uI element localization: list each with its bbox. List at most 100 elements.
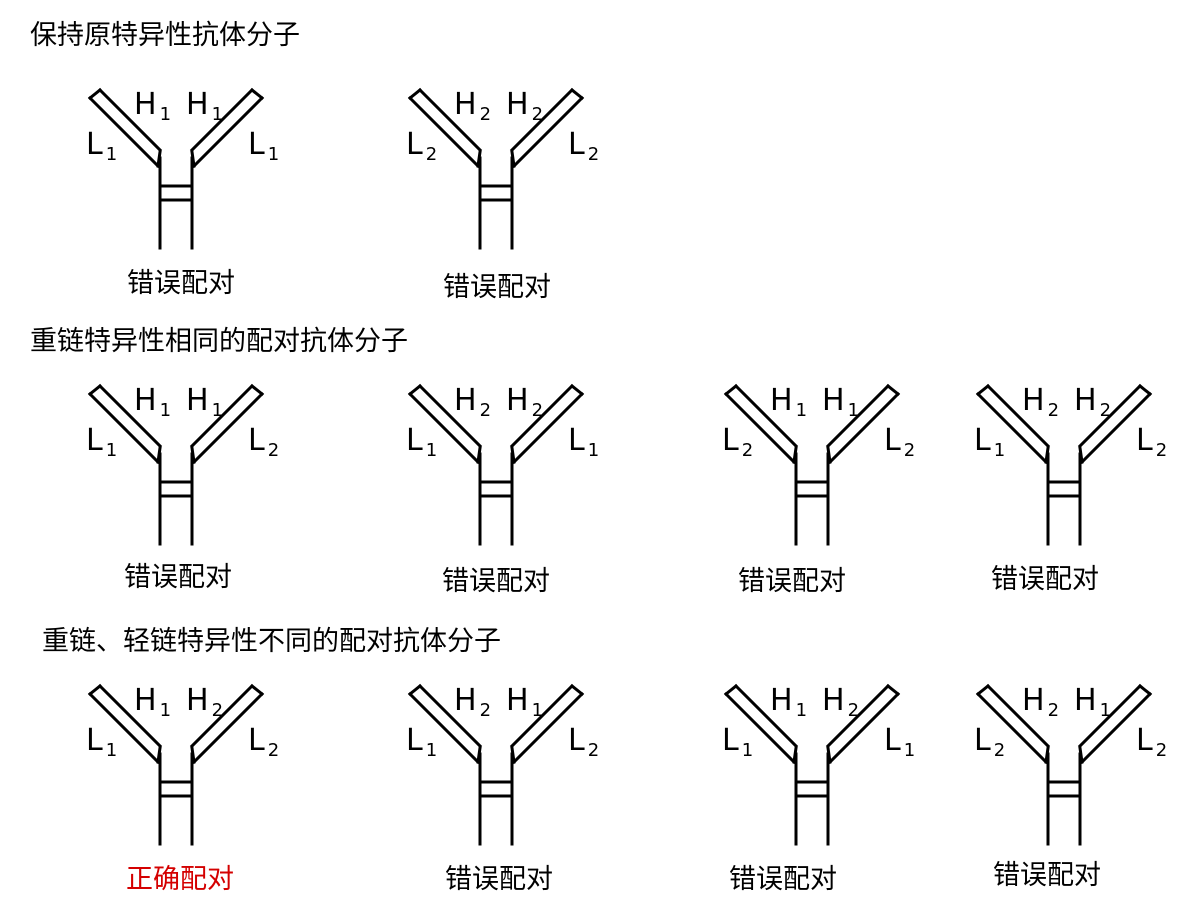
left-arm-inner-line — [985, 683, 1051, 749]
light-chain-left-label-letter: L — [406, 723, 423, 758]
light-chain-right-label-letter: L — [568, 423, 585, 458]
light-chain-right-label-subscript: 2 — [267, 740, 280, 761]
right-arm-outer-line — [1079, 391, 1153, 465]
right-arm-outer-line — [1079, 691, 1153, 765]
left-arm-outer-line — [407, 95, 481, 169]
light-chain-right-label-subscript: 2 — [903, 440, 916, 461]
heavy-chain-right-label-letter: H — [1074, 683, 1097, 718]
light-chain-left-label-letter: L — [974, 423, 991, 458]
left-arm-inner-line — [985, 383, 1051, 449]
light-chain-left-label-subscript: 1 — [105, 144, 118, 165]
light-chain-left-label-letter: L — [86, 127, 103, 162]
heavy-chain-left-label-subscript: 2 — [1047, 700, 1060, 721]
light-chain-right-label-letter: L — [1136, 423, 1153, 458]
antibody-shape — [723, 383, 901, 546]
left-arm-cap — [407, 383, 423, 397]
light-chain-left-label-letter: L — [86, 423, 103, 458]
right-arm-cap — [885, 683, 901, 697]
light-chain-right-label-letter: L — [884, 723, 901, 758]
left-arm-inner-line — [97, 87, 163, 153]
light-chain-right-label-letter: L — [248, 723, 265, 758]
antibody-shape — [723, 683, 901, 846]
light-chain-right-label-subscript: 2 — [587, 144, 600, 165]
heavy-chain-left-label-subscript: 2 — [479, 700, 492, 721]
pairing-caption: 错误配对 — [738, 566, 846, 597]
heavy-chain-left-label-subscript: 1 — [795, 700, 808, 721]
heavy-chain-left-label-letter: H — [134, 87, 157, 122]
right-arm-outer-line — [827, 691, 901, 765]
right-arm-cap — [249, 383, 265, 397]
right-arm-outer-line — [511, 391, 585, 465]
heavy-chain-left-label-letter: H — [134, 683, 157, 718]
left-arm-cap — [723, 683, 739, 697]
left-arm-outer-line — [975, 391, 1049, 465]
left-arm-outer-line — [723, 691, 797, 765]
light-chain-right-label-letter: L — [568, 723, 585, 758]
heavy-chain-right-label-letter: H — [186, 383, 209, 418]
right-arm-inner-line — [189, 87, 255, 153]
pairing-caption: 错误配对 — [991, 564, 1099, 595]
heavy-chain-right-label-letter: H — [186, 87, 209, 122]
heavy-chain-left-label-subscript: 2 — [1047, 400, 1060, 421]
antibody-shape — [975, 683, 1153, 846]
section-title-1: 保持原特异性抗体分子 — [30, 20, 300, 51]
heavy-chain-right-label-subscript: 1 — [531, 700, 544, 721]
pairing-caption: 错误配对 — [993, 860, 1101, 891]
antibody-shape — [407, 383, 585, 546]
heavy-chain-left-label-letter: H — [454, 683, 477, 718]
right-arm-outer-line — [511, 95, 585, 169]
heavy-chain-left-label-subscript: 1 — [159, 104, 172, 125]
right-arm-cap — [885, 383, 901, 397]
heavy-chain-left-label-subscript: 1 — [795, 400, 808, 421]
right-arm-outer-line — [191, 391, 265, 465]
light-chain-right-label-letter: L — [568, 127, 585, 162]
left-arm-outer-line — [975, 691, 1049, 765]
left-arm-inner-line — [417, 683, 483, 749]
light-chain-right-label-subscript: 1 — [267, 144, 280, 165]
heavy-chain-right-label-letter: H — [186, 683, 209, 718]
right-arm-outer-line — [191, 691, 265, 765]
light-chain-left-label-letter: L — [406, 127, 423, 162]
section-title-2: 重链特异性相同的配对抗体分子 — [30, 326, 408, 357]
right-arm-outer-line — [827, 391, 901, 465]
right-arm-cap — [1137, 683, 1153, 697]
left-arm-inner-line — [97, 683, 163, 749]
light-chain-right-label-letter: L — [884, 423, 901, 458]
left-arm-inner-line — [733, 683, 799, 749]
left-arm-cap — [407, 87, 423, 101]
light-chain-right-label-letter: L — [248, 127, 265, 162]
right-arm-inner-line — [1077, 383, 1143, 449]
pairing-caption: 错误配对 — [443, 272, 551, 303]
pairing-caption: 错误配对 — [445, 864, 553, 895]
light-chain-left-label-subscript: 2 — [741, 440, 754, 461]
